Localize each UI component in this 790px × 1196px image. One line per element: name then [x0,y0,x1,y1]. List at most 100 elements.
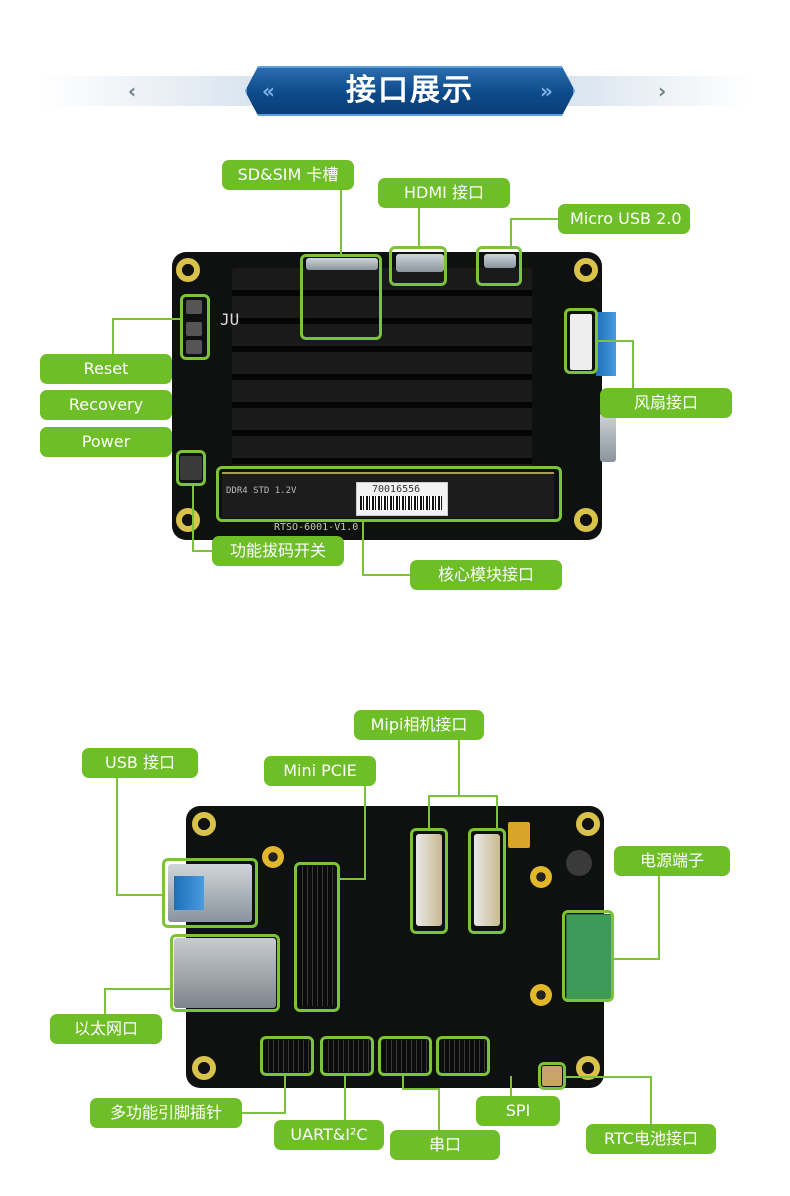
sticker-code: 70016556 [372,484,421,495]
leader-line [116,894,164,896]
label-ethernet: 以太网口 [50,1014,162,1044]
hdmi-port [396,254,444,272]
leader-line [428,795,498,797]
leader-line [510,218,512,248]
uart-i2c-header [324,1040,370,1072]
sd-sim-slot [306,258,378,270]
mount-hole [574,508,598,532]
multi-pin-highlight [260,1036,314,1076]
leader-line [428,795,430,829]
mount-hole [176,258,200,282]
standoff [530,984,552,1006]
mount-hole [574,258,598,282]
mount-hole [192,1056,216,1080]
leader-line [438,1088,440,1130]
chevron-left-icon: ‹ [128,79,137,103]
chevron-right-icon: › [658,79,667,103]
banner-plate [245,66,575,116]
label-dip-switch: 功能拔码开关 [212,536,344,566]
label-multi-pin: 多功能引脚插针 [90,1098,242,1128]
heatsink [232,268,532,468]
leader-line [104,988,106,1014]
leader-line [650,1076,652,1124]
silk-module-text: DDR4 STD 1.2V [226,486,297,496]
leader-line [510,1076,512,1098]
page-title: 接口展示 [346,73,474,108]
leader-line [242,1112,286,1114]
label-core-module: 核心模块接口 [410,560,562,590]
core-module-highlight [216,466,562,522]
label-recovery: Recovery [40,390,172,420]
micro-usb-port [484,254,516,268]
leader-line [192,550,214,552]
spi-highlight [436,1036,490,1076]
reset-button [186,300,202,314]
label-usb: USB 接口 [82,748,198,778]
mipi-connector-1 [416,834,442,926]
label-fan: 风扇接口 [600,388,732,418]
sd-sim-highlight [300,254,382,340]
silk-board-text: RTSO-6001-V1.0 [274,522,359,533]
rtc-highlight [538,1062,566,1090]
recovery-button [186,322,202,336]
leader-line [340,190,342,254]
leader-line [362,522,364,576]
label-power: Power [40,427,172,457]
leader-line [104,988,172,990]
leader-line [632,340,634,388]
mipi-highlight-1 [410,828,448,934]
barcode [360,496,442,510]
leader-line [566,1076,652,1078]
label-serial: 串口 [390,1130,500,1160]
uart-i2c-highlight [320,1036,374,1076]
label-sd-sim: SD&SIM 卡槽 [222,160,354,190]
leader-line [496,795,498,829]
leader-line [402,1076,404,1090]
standoff [262,846,284,868]
leader-line [458,738,460,796]
dip-switch [180,456,202,480]
power-terminal-highlight [562,910,614,1002]
leader-line [364,784,366,880]
leader-line [402,1088,440,1090]
spi-header [440,1040,486,1072]
power-button [186,340,202,354]
mount-hole [192,812,216,836]
banner-right-stripe [560,76,750,106]
fan-highlight [564,308,598,374]
label-uart-i2c: UART&I²C [274,1120,384,1150]
dip-switch-highlight [176,450,206,486]
double-chevron-left-icon: « [262,79,275,103]
label-mini-pcie: Mini PCIE [264,756,376,786]
module-logo: JU [220,310,240,329]
ethernet-port [174,938,276,1008]
multi-pin-header [264,1040,310,1072]
inductor [566,850,592,876]
rtc-connector [542,1066,562,1086]
leader-line [116,778,118,896]
double-chevron-right-icon: » [540,79,553,103]
label-reset: Reset [40,354,172,384]
serial-header [382,1040,428,1072]
leader-line [192,486,194,552]
leader-line [284,1076,286,1114]
leader-line [344,1076,346,1122]
leader-line [658,874,660,960]
leader-line [112,318,182,320]
leader-line [418,208,420,248]
hdmi-highlight [389,246,447,286]
serial-highlight [378,1036,432,1076]
mount-hole [576,812,600,836]
mini-pcie-highlight [294,862,340,1012]
leader-line [112,318,114,354]
label-spi: SPI [476,1096,560,1126]
mini-pcie-slot [298,866,334,1006]
label-micro-usb: Micro USB 2.0 [558,204,690,234]
mipi-connector-2 [474,834,500,926]
usb-side-blue [596,312,616,376]
leader-line [340,878,366,880]
leader-line [362,574,412,576]
micro-usb-highlight [476,246,522,286]
mount-hole [176,508,200,532]
fan-connector [570,314,592,370]
